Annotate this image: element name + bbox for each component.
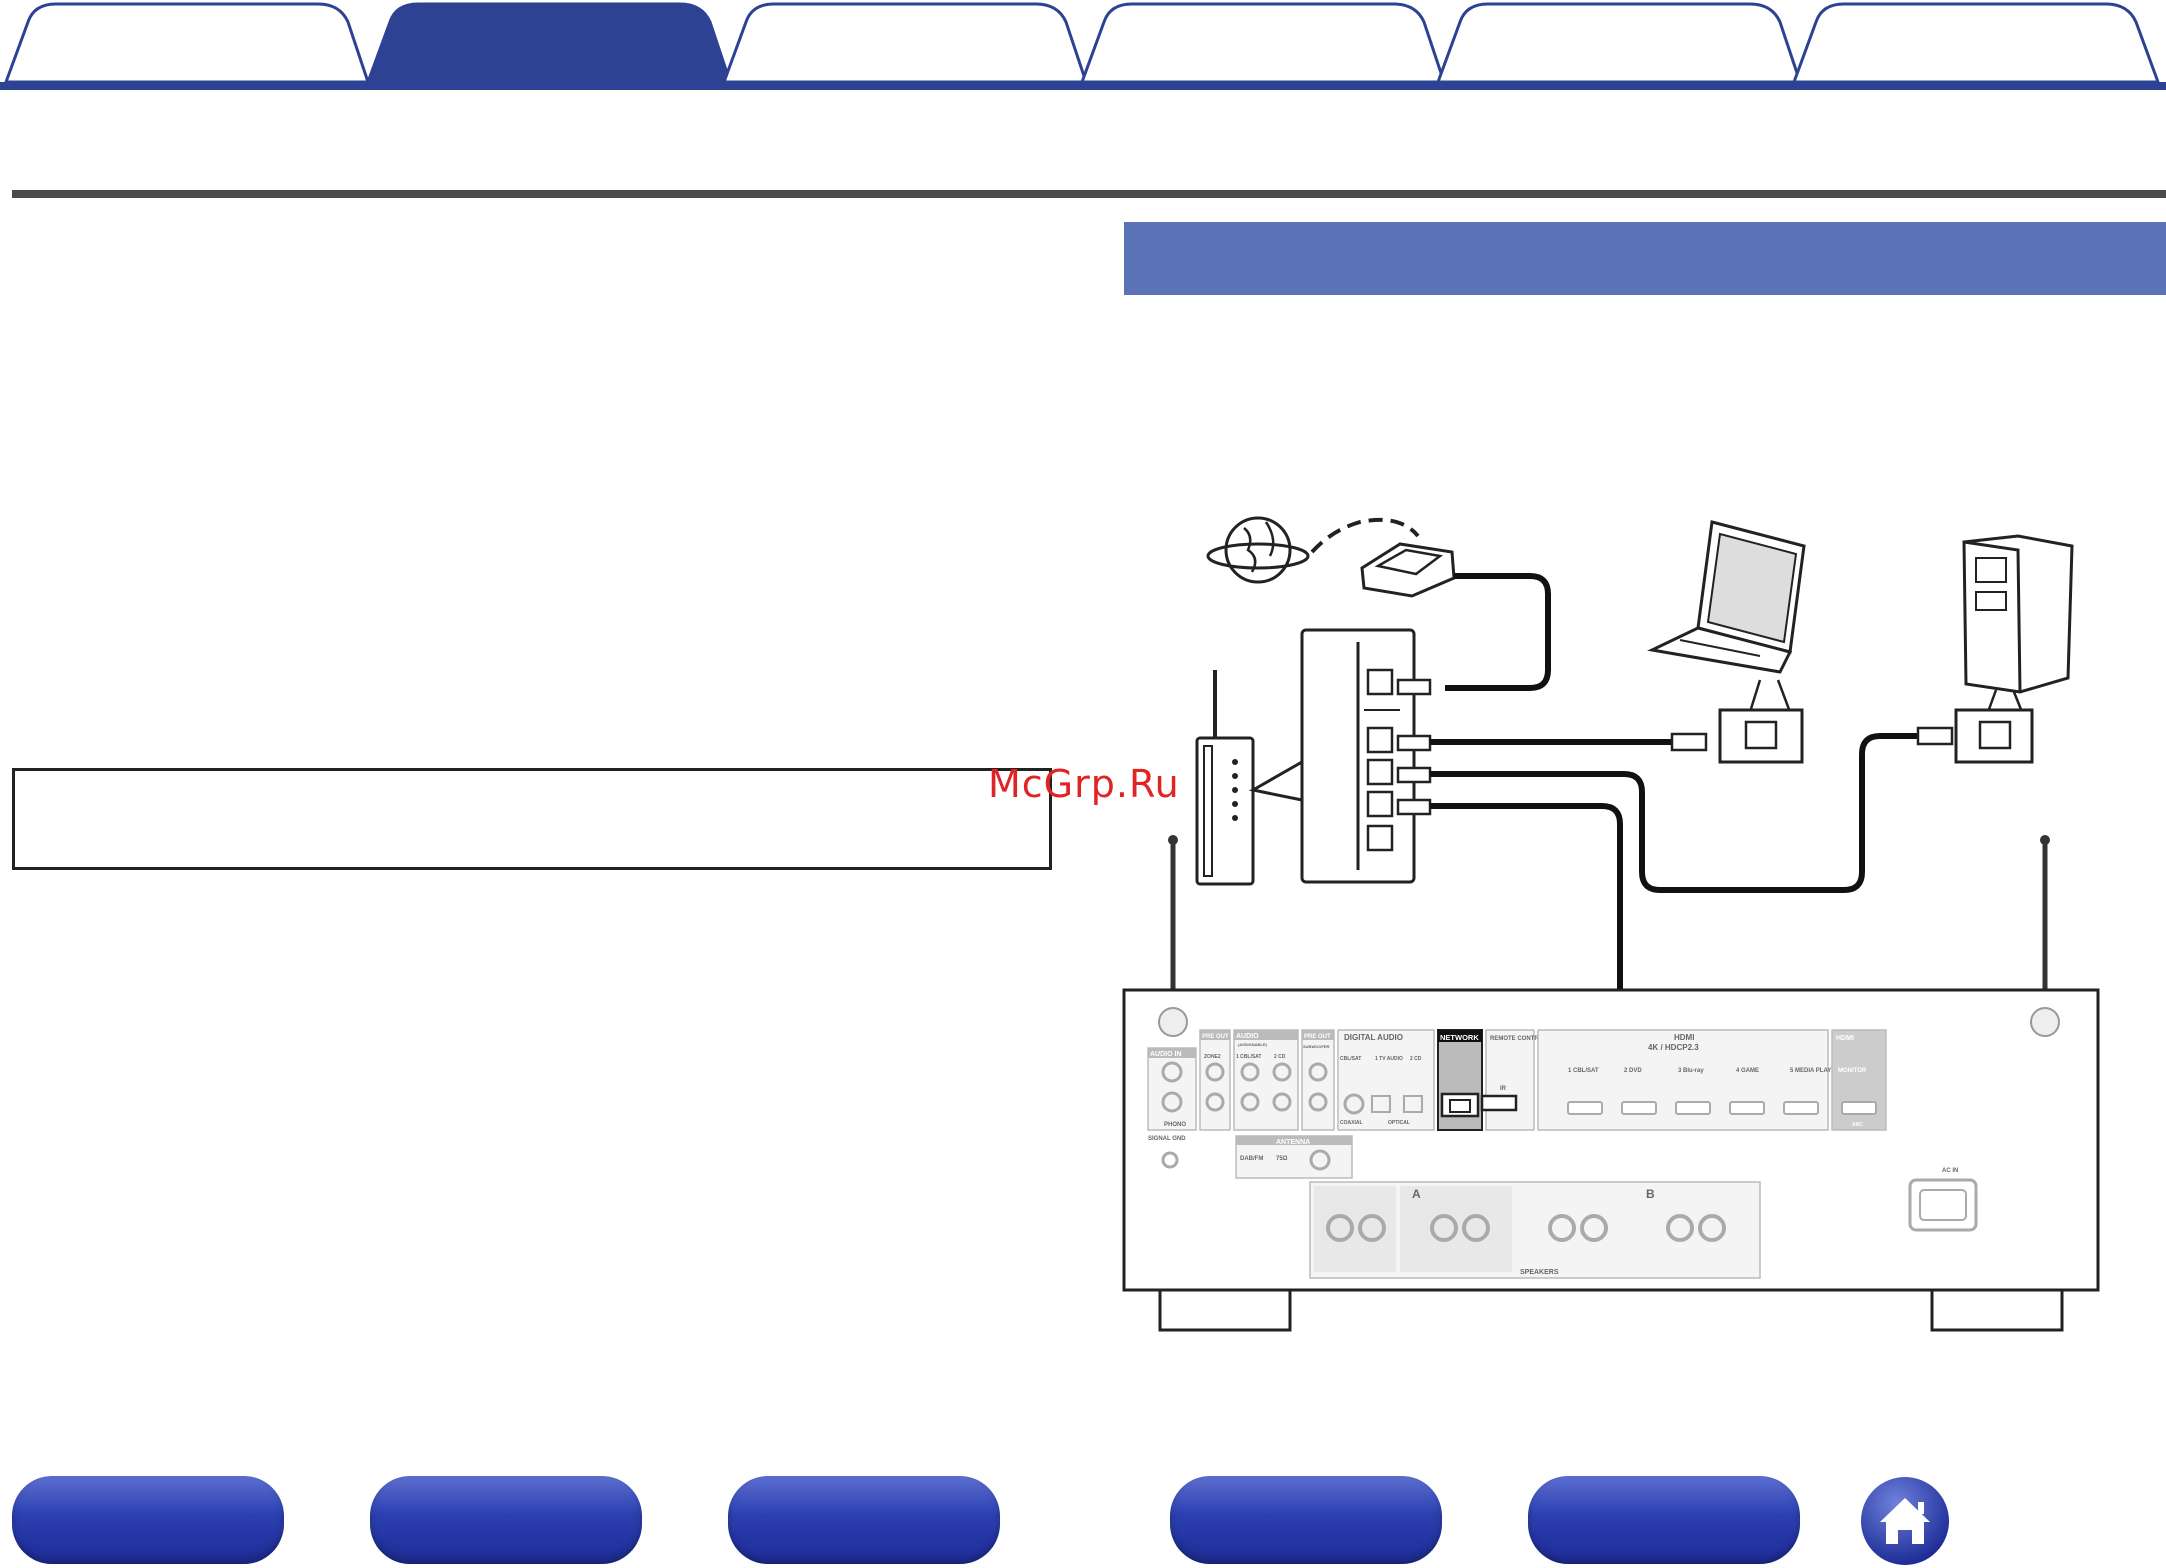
svg-text:MONITOR: MONITOR	[1838, 1068, 1867, 1074]
svg-text:AUDIO: AUDIO	[1236, 1033, 1259, 1040]
tab-bar	[3, 2, 2161, 84]
svg-text:SIGNAL GND: SIGNAL GND	[1148, 1136, 1186, 1142]
tab-4[interactable]	[1079, 2, 1447, 84]
svg-text:(ASSIGNABLE): (ASSIGNABLE)	[1238, 1042, 1268, 1047]
svg-text:SPEAKERS: SPEAKERS	[1520, 1269, 1559, 1276]
svg-text:CBL/SAT: CBL/SAT	[1340, 1056, 1361, 1062]
svg-text:1 CBL/SAT: 1 CBL/SAT	[1568, 1068, 1599, 1074]
cable-router-nas	[1430, 733, 1920, 893]
tab-3[interactable]	[721, 2, 1089, 84]
nav-button-4[interactable]	[1170, 1476, 1442, 1564]
svg-text:ARC: ARC	[1852, 1122, 1863, 1128]
svg-text:2 DVD: 2 DVD	[1624, 1068, 1642, 1074]
globe-icon	[1206, 516, 1310, 584]
svg-text:IR: IR	[1500, 1086, 1507, 1092]
nav-button-3[interactable]	[728, 1476, 1000, 1564]
section-header-bar	[1124, 222, 2166, 295]
watermark: McGrp.Ru	[988, 762, 1180, 806]
svg-text:A: A	[1412, 1187, 1421, 1201]
svg-text:OPTICAL: OPTICAL	[1388, 1120, 1410, 1126]
tab-underline	[0, 82, 2166, 90]
nav-button-2[interactable]	[370, 1476, 642, 1564]
laptop-icon	[1647, 520, 1806, 764]
internet-link	[1310, 517, 1420, 554]
svg-text:1 TV AUDIO: 1 TV AUDIO	[1375, 1056, 1403, 1062]
svg-text:DIGITAL AUDIO: DIGITAL AUDIO	[1344, 1033, 1403, 1042]
svg-text:AC IN: AC IN	[1942, 1168, 1958, 1174]
svg-text:2 CD: 2 CD	[1410, 1056, 1422, 1062]
tab-1[interactable]	[3, 2, 371, 84]
modem-icon	[1360, 542, 1456, 598]
nav-button-5[interactable]	[1528, 1476, 1800, 1564]
note-box	[12, 768, 1052, 870]
svg-text:2 CD: 2 CD	[1274, 1054, 1286, 1060]
nas-server-icon	[1954, 534, 2074, 764]
svg-text:AUDIO IN: AUDIO IN	[1150, 1051, 1182, 1058]
svg-text:PRE OUT: PRE OUT	[1304, 1034, 1331, 1040]
svg-text:ZONE2: ZONE2	[1204, 1054, 1221, 1060]
router-ports-panel	[1300, 628, 1432, 884]
tab-2-active[interactable]	[365, 2, 733, 84]
home-button[interactable]	[1860, 1476, 1950, 1566]
svg-text:COAXIAL: COAXIAL	[1340, 1120, 1363, 1126]
header-rule	[12, 190, 2166, 198]
receiver-rear-panel: AUDIO IN PHONO SIGNAL GND PRE OUT ZONE2 …	[1122, 835, 2100, 1332]
svg-text:HDMI: HDMI	[1836, 1035, 1854, 1042]
svg-text:1 CBL/SAT: 1 CBL/SAT	[1236, 1054, 1261, 1060]
svg-text:B: B	[1646, 1187, 1655, 1201]
network-connection-diagram: AUDIO IN PHONO SIGNAL GND PRE OUT ZONE2 …	[1122, 516, 2100, 1332]
tab-6[interactable]	[1791, 2, 2161, 84]
svg-text:4 GAME: 4 GAME	[1736, 1068, 1759, 1074]
svg-text:3 Blu-ray: 3 Blu-ray	[1678, 1068, 1704, 1074]
home-icon	[1880, 1498, 1930, 1544]
svg-text:HDMI: HDMI	[1674, 1033, 1694, 1042]
svg-text:PHONO: PHONO	[1164, 1122, 1186, 1128]
router-icon	[1195, 670, 1304, 886]
svg-text:PRE OUT: PRE OUT	[1202, 1034, 1229, 1040]
svg-text:NETWORK: NETWORK	[1440, 1033, 1479, 1042]
nav-button-1[interactable]	[12, 1476, 284, 1564]
svg-text:75Ω: 75Ω	[1276, 1156, 1288, 1162]
svg-text:4K / HDCP2.3: 4K / HDCP2.3	[1648, 1043, 1699, 1052]
cable-modem-router	[1445, 573, 1551, 691]
svg-text:5 MEDIA PLAYER: 5 MEDIA PLAYER	[1790, 1068, 1840, 1074]
tab-5[interactable]	[1435, 2, 1803, 84]
svg-text:ANTENNA: ANTENNA	[1276, 1139, 1310, 1146]
svg-text:DAB/FM: DAB/FM	[1240, 1156, 1263, 1162]
svg-text:REMOTE CONTROL: REMOTE CONTROL	[1490, 1036, 1547, 1042]
svg-text:SUBWOOFER: SUBWOOFER	[1303, 1044, 1330, 1049]
